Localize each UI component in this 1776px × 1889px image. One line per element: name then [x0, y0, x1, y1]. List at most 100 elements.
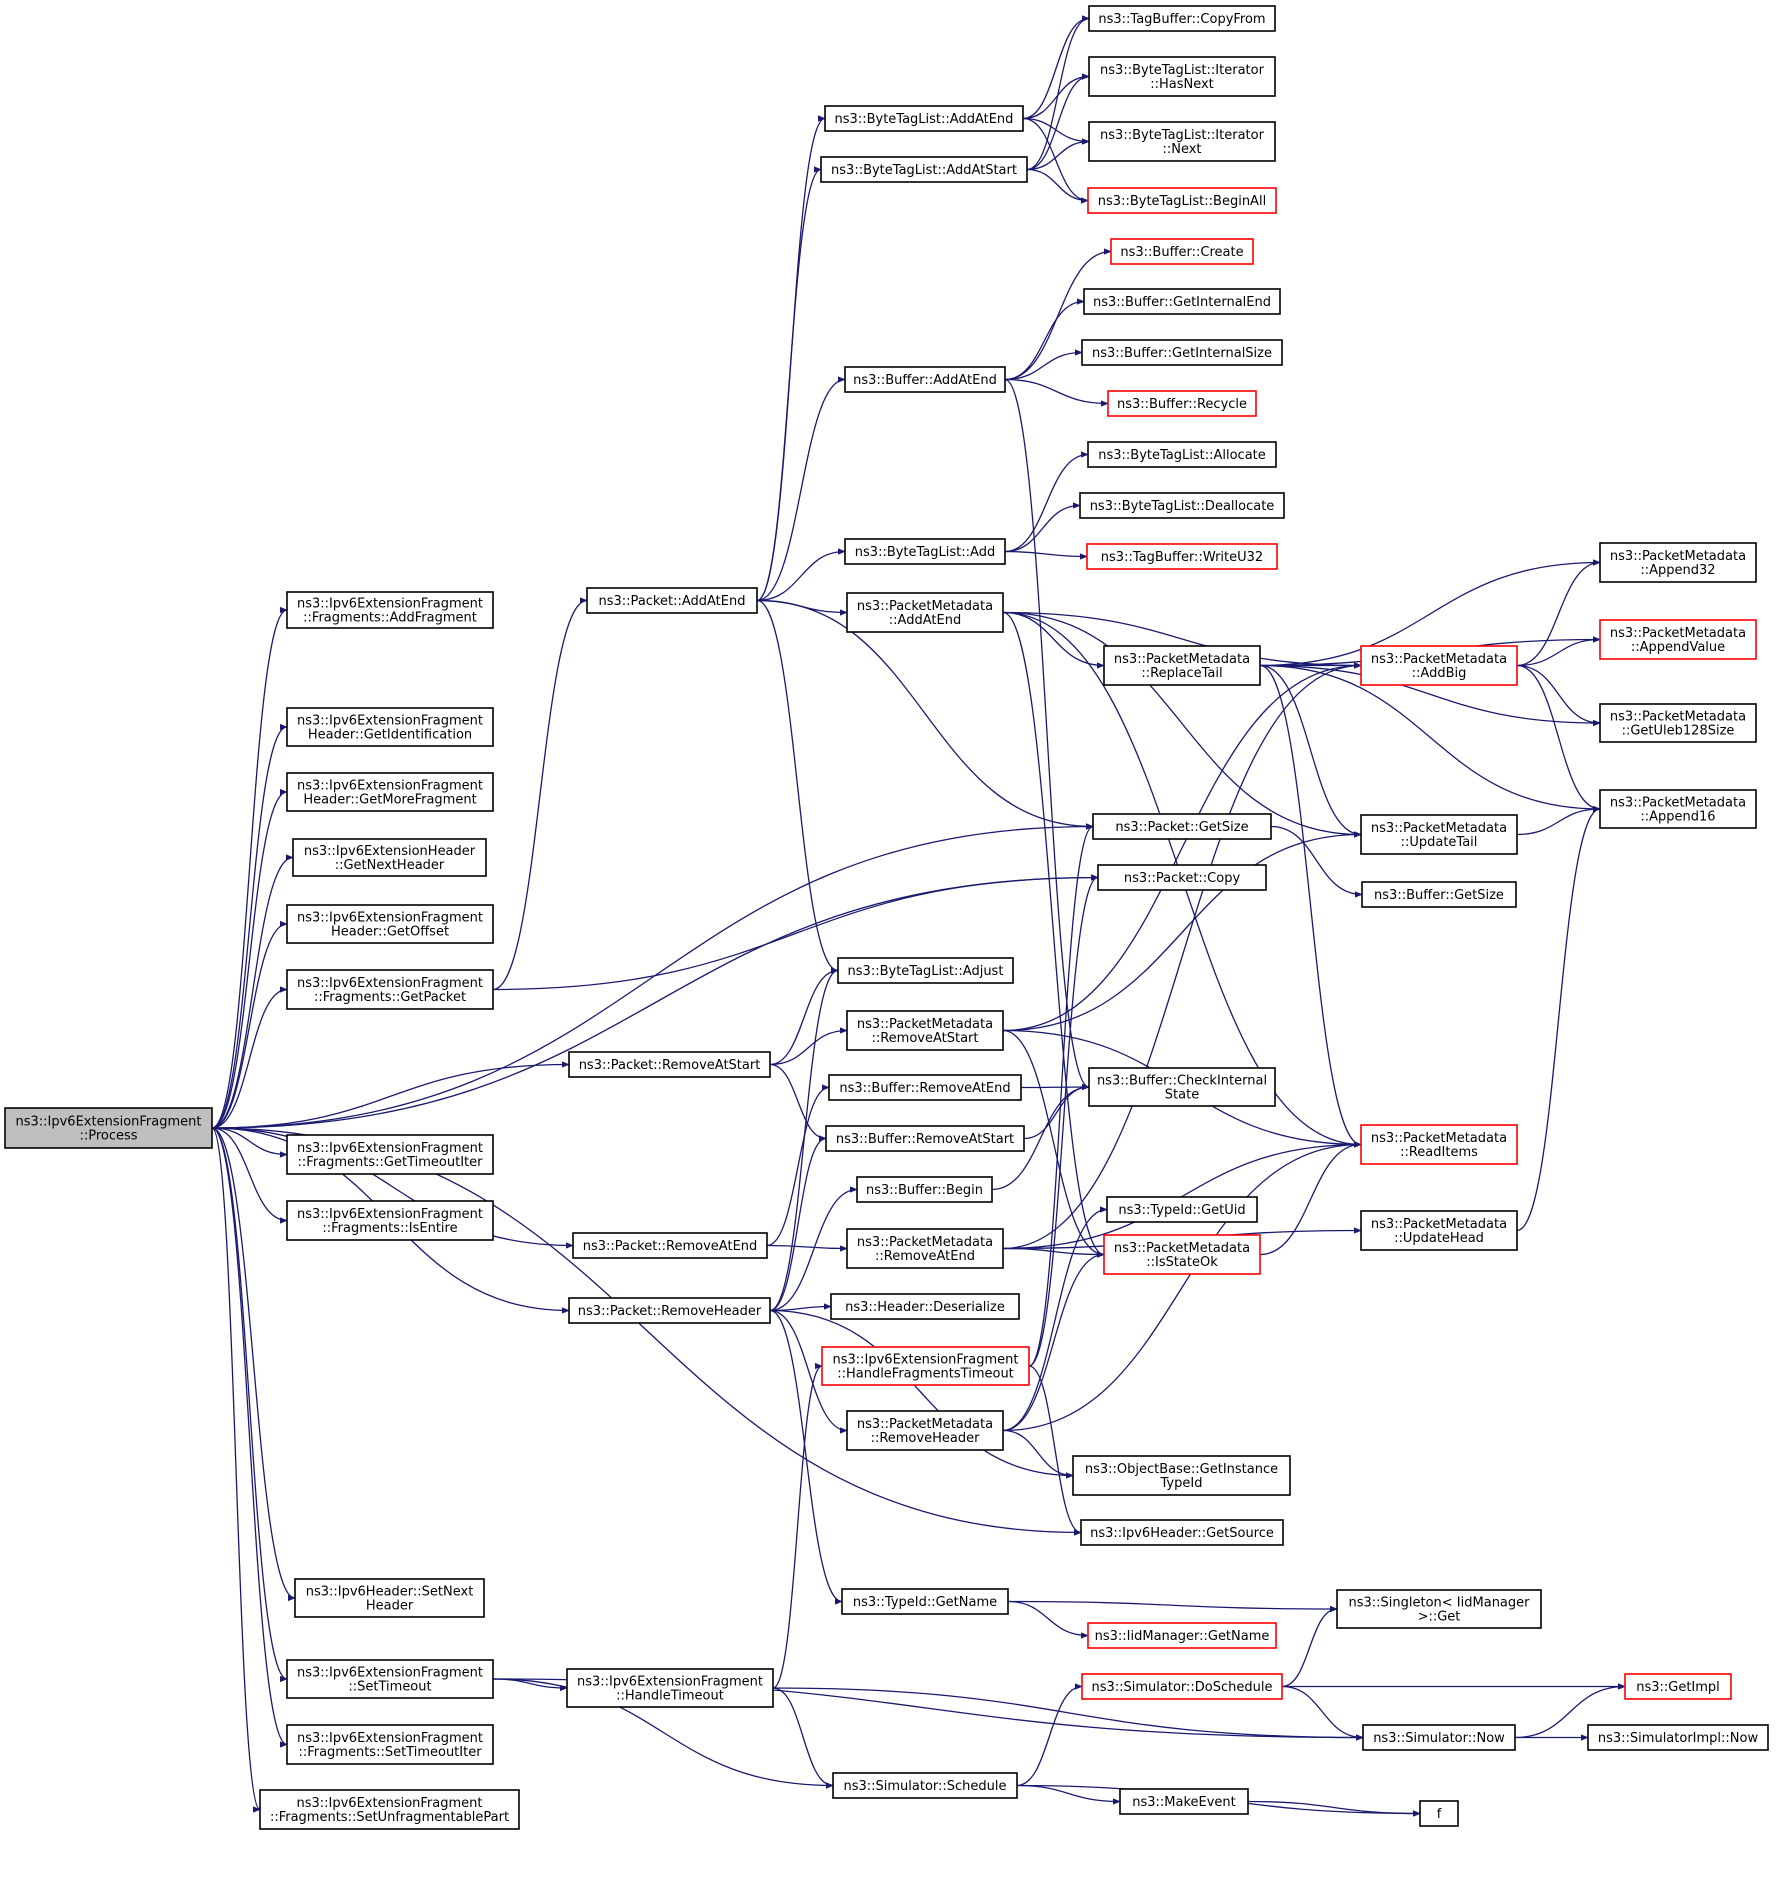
node-box — [824, 105, 1024, 132]
node-addFragment[interactable]: ns3::Ipv6ExtensionFragment::Fragments::A… — [286, 591, 494, 629]
node-label: ns3::Ipv6Header::GetSource — [1090, 1526, 1274, 1541]
node-simSchedule[interactable]: ns3::Simulator::Schedule — [832, 1772, 1018, 1799]
node-setTimeoutIter[interactable]: ns3::Ipv6ExtensionFragment::Fragments::S… — [286, 1724, 494, 1765]
node-getTimeoutIter[interactable]: ns3::Ipv6ExtensionFragment::Fragments::G… — [286, 1134, 494, 1175]
node-box — [828, 1074, 1022, 1101]
node-fragGetPacket[interactable]: ns3::Ipv6ExtensionFragment::Fragments::G… — [286, 969, 494, 1010]
edge-pktRemoveHeader-to-bufRemoveAtStart — [769, 1135, 827, 1312]
node-pmGetUleb[interactable]: ns3::PacketMetadata::GetUleb128Size — [1599, 703, 1757, 743]
node-makeEvent[interactable]: ns3::MakeEvent — [1119, 1788, 1249, 1815]
edges-layer — [211, 15, 1626, 1817]
node-pmRemoveHeader[interactable]: ns3::PacketMetadata::RemoveHeader — [846, 1410, 1004, 1451]
node-box — [846, 1010, 1004, 1051]
edge-process-to-getIdent — [211, 723, 288, 1129]
node-bufRecycle[interactable]: ns3::Buffer::Recycle — [1107, 390, 1257, 417]
node-simNow[interactable]: ns3::Simulator::Now — [1362, 1724, 1516, 1751]
edge-pmUpdateTail-to-pmAppend16 — [1516, 805, 1601, 836]
node-ipv6GetSource[interactable]: ns3::Ipv6Header::GetSource — [1080, 1519, 1284, 1546]
node-label: ns3::TagBuffer::CopyFrom — [1098, 12, 1265, 27]
node-singletonGet[interactable]: ns3::Singleton< IidManager >::Get — [1336, 1589, 1542, 1629]
edge-process-to-pktCopy — [211, 874, 1099, 1129]
node-pktRemoveAtStart[interactable]: ns3::Packet::RemoveAtStart — [568, 1051, 771, 1078]
node-bufAddAtEnd[interactable]: ns3::Buffer::AddAtEnd — [844, 366, 1006, 393]
node-label: ns3::ByteTagList::Add — [855, 545, 995, 560]
edge-pktRemoveHeader-to-btlAdjust — [769, 967, 839, 1312]
node-pktCopy[interactable]: ns3::Packet::Copy — [1097, 864, 1267, 891]
edge-bufAddAtEnd-to-bufGetInternalSize — [1004, 349, 1083, 381]
node-getImpl[interactable]: ns3::GetImpl — [1624, 1673, 1732, 1700]
node-pmAppend32[interactable]: ns3::PacketMetadata::Append32 — [1599, 542, 1757, 583]
node-btlBeginAll[interactable]: ns3::ByteTagList::BeginAll — [1087, 187, 1277, 214]
node-btlDeallocate[interactable]: ns3::ByteTagList::Deallocate — [1079, 492, 1285, 519]
node-pmIsStateOk[interactable]: ns3::PacketMetadata::IsStateOk — [1103, 1234, 1261, 1275]
node-pmAddAtEnd[interactable]: ns3::PacketMetadata::AddAtEnd — [846, 592, 1004, 633]
node-btlAdjust[interactable]: ns3::ByteTagList::Adjust — [837, 957, 1014, 984]
node-label: ns3::Buffer::CheckInternal — [1097, 1074, 1267, 1089]
node-bufCreate[interactable]: ns3::Buffer::Create — [1110, 238, 1254, 265]
node-f[interactable]: f — [1419, 1800, 1459, 1827]
node-label: ns3::PacketMetadata — [857, 599, 993, 614]
node-bufBegin[interactable]: ns3::Buffer::Begin — [856, 1176, 993, 1203]
node-pmReadItems[interactable]: ns3::PacketMetadata::ReadItems — [1360, 1124, 1518, 1165]
node-simImplNow[interactable]: ns3::SimulatorImpl::Now — [1587, 1724, 1769, 1751]
node-handleFragTimeout[interactable]: ns3::Ipv6ExtensionFragment::HandleFragme… — [821, 1346, 1030, 1386]
node-iterNext[interactable]: ns3::ByteTagList::Iterator::Next — [1088, 121, 1276, 162]
node-getOffset[interactable]: ns3::Ipv6ExtensionFragmentHeader::GetOff… — [286, 904, 494, 944]
node-pmUpdateTail[interactable]: ns3::PacketMetadata::UpdateTail — [1360, 814, 1518, 855]
node-bufGetInternalEnd[interactable]: ns3::Buffer::GetInternalEnd — [1083, 288, 1281, 315]
node-tbWriteU32[interactable]: ns3::TagBuffer::WriteU32 — [1086, 543, 1278, 570]
node-pmUpdateHead[interactable]: ns3::PacketMetadata::UpdateHead — [1360, 1210, 1518, 1251]
node-pktRemoveHeader[interactable]: ns3::Packet::RemoveHeader — [568, 1297, 771, 1324]
edge-handleTimeout-to-simSchedule — [772, 1687, 834, 1789]
node-btlAddAtStart[interactable]: ns3::ByteTagList::AddAtStart — [820, 156, 1028, 183]
node-pktGetSize[interactable]: ns3::Packet::GetSize — [1092, 813, 1272, 840]
node-bufRemoveAtStart[interactable]: ns3::Buffer::RemoveAtStart — [825, 1125, 1025, 1152]
node-btlAddAtEnd[interactable]: ns3::ByteTagList::AddAtEnd — [824, 105, 1024, 132]
edge-pktRemoveHeader-to-pmRemoveHeader — [769, 1309, 848, 1434]
node-pmRemoveAtEnd[interactable]: ns3::PacketMetadata::RemoveAtEnd — [846, 1228, 1004, 1269]
node-bufRemoveAtEnd[interactable]: ns3::Buffer::RemoveAtEnd — [828, 1074, 1022, 1101]
node-handleTimeout[interactable]: ns3::Ipv6ExtensionFragment::HandleTimeou… — [566, 1668, 774, 1708]
node-process[interactable]: ns3::Ipv6ExtensionFragment::Process — [4, 1107, 213, 1149]
node-isEntire[interactable]: ns3::Ipv6ExtensionFragment::Fragments::I… — [286, 1200, 494, 1241]
node-box — [1103, 1234, 1261, 1275]
node-box — [837, 957, 1014, 984]
node-label: f — [1437, 1807, 1442, 1822]
node-iidGetName[interactable]: ns3::IidManager::GetName — [1087, 1622, 1277, 1649]
node-setTimeout[interactable]: ns3::Ipv6ExtensionFragment::SetTimeout — [286, 1659, 494, 1699]
node-box — [825, 1125, 1025, 1152]
node-btlAllocate[interactable]: ns3::ByteTagList::Allocate — [1087, 441, 1277, 468]
node-label: ::Append16 — [1640, 810, 1715, 825]
node-box — [1360, 1210, 1518, 1251]
edge-simDoSchedule-to-simNow — [1281, 1685, 1364, 1741]
node-pmAppendValue[interactable]: ns3::PacketMetadata::AppendValue — [1599, 619, 1757, 660]
edge-process-to-getTimeoutIter — [211, 1127, 288, 1158]
node-pmAppend16[interactable]: ns3::PacketMetadata::Append16 — [1599, 789, 1757, 829]
node-pmRemoveAtStart[interactable]: ns3::PacketMetadata::RemoveAtStart — [846, 1010, 1004, 1051]
node-btlAdd[interactable]: ns3::ByteTagList::Add — [844, 538, 1006, 565]
node-label: ns3::Ipv6ExtensionFragment — [296, 1796, 482, 1811]
node-pktAddAtEnd[interactable]: ns3::Packet::AddAtEnd — [586, 587, 758, 614]
node-pmAddBig[interactable]: ns3::PacketMetadata::AddBig — [1360, 645, 1518, 686]
node-hdrDeserialize[interactable]: ns3::Header::Deserialize — [830, 1293, 1020, 1320]
node-box — [821, 1346, 1030, 1386]
edge-pmAddAtEnd-to-pmUpdateTail — [1002, 611, 1362, 838]
node-box — [1103, 645, 1261, 686]
node-setUnfrag[interactable]: ns3::Ipv6ExtensionFragment::Fragments::S… — [259, 1789, 520, 1830]
node-bufGetSize[interactable]: ns3::Buffer::GetSize — [1361, 881, 1517, 908]
node-tbCopyFrom[interactable]: ns3::TagBuffer::CopyFrom — [1088, 5, 1276, 32]
node-pktRemoveAtEnd[interactable]: ns3::Packet::RemoveAtEnd — [572, 1232, 768, 1259]
node-typeGetUid[interactable]: ns3::TypeId::GetUid — [1106, 1196, 1258, 1223]
node-getNextHeader[interactable]: ns3::Ipv6ExtensionHeader::GetNextHeader — [292, 838, 487, 877]
node-typeGetName[interactable]: ns3::TypeId::GetName — [841, 1588, 1009, 1615]
node-bufGetInternalSize[interactable]: ns3::Buffer::GetInternalSize — [1081, 339, 1283, 366]
node-pmReplaceTail[interactable]: ns3::PacketMetadata::ReplaceTail — [1103, 645, 1261, 686]
node-getMoreFrag[interactable]: ns3::Ipv6ExtensionFragmentHeader::GetMor… — [286, 772, 494, 812]
edge-pmReplaceTail-to-pmUpdateTail — [1259, 664, 1362, 838]
node-simDoSchedule[interactable]: ns3::Simulator::DoSchedule — [1081, 1673, 1283, 1700]
node-iterHasNext[interactable]: ns3::ByteTagList::Iterator::HasNext — [1088, 56, 1276, 97]
node-getIdent[interactable]: ns3::Ipv6ExtensionFragmentHeader::GetIde… — [286, 707, 494, 747]
